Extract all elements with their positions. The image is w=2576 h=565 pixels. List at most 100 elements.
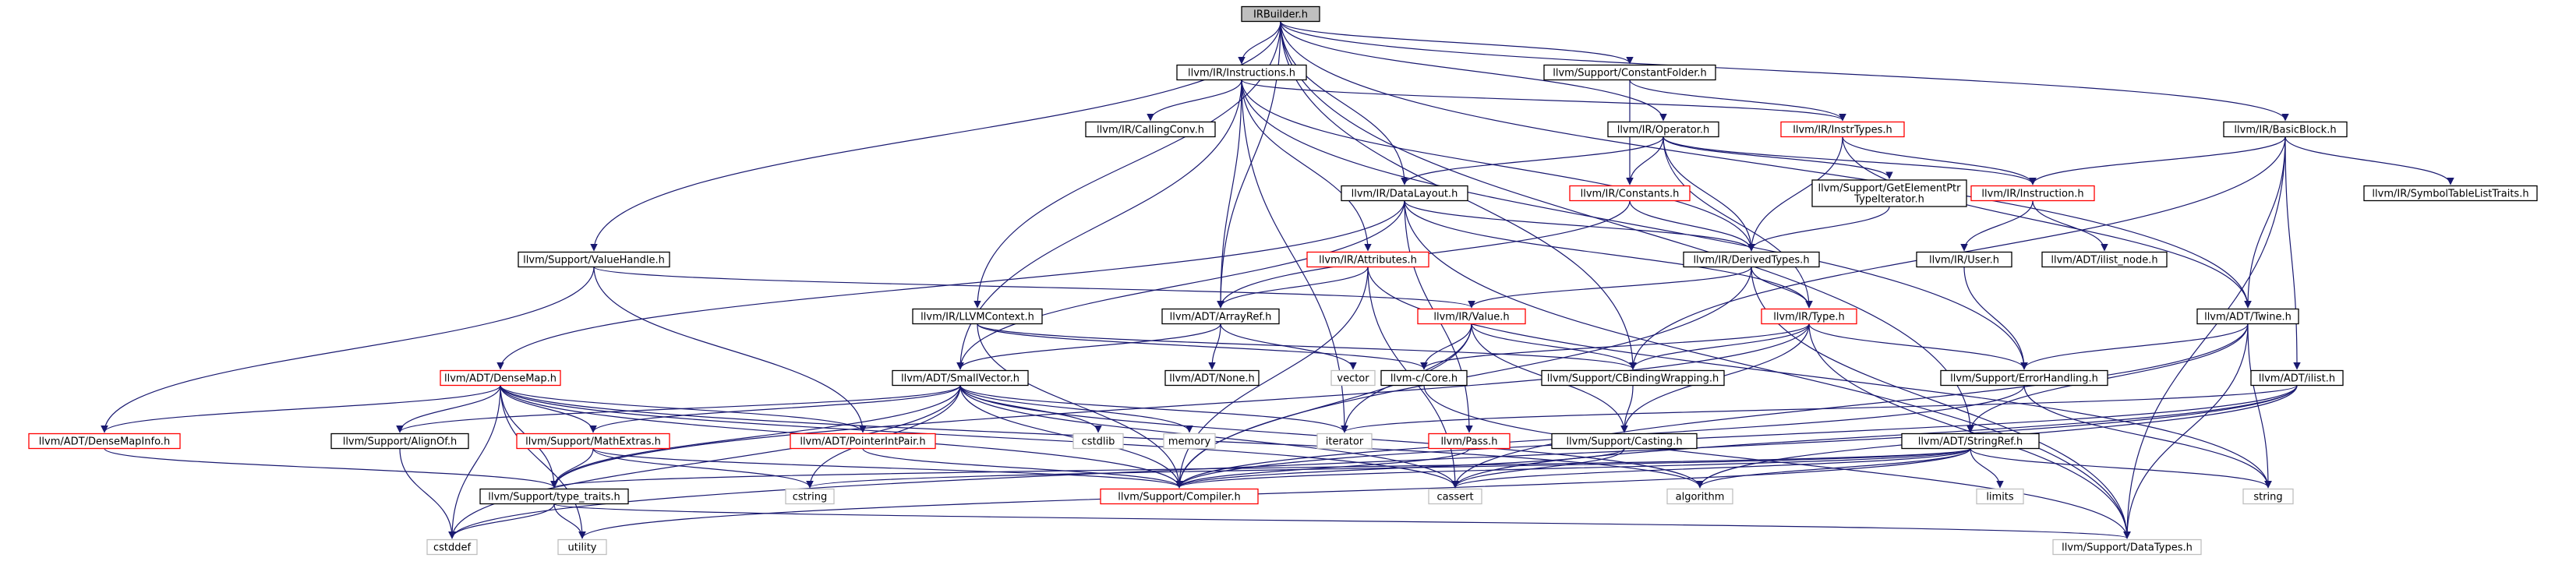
node-iterator[interactable]: iterator [1316,433,1373,450]
node-box-cbinding [1541,369,1725,387]
node-string[interactable]: string [2242,488,2294,505]
node-irbuilder[interactable]: IRBuilder.h [1241,5,1320,23]
node-valuehandle[interactable]: llvm/Support/ValueHandle.h [518,251,670,268]
node-label: llvm/Support/CBindingWrapping.h [1547,373,1719,385]
node-compiler[interactable]: llvm/Support/Compiler.h [1100,488,1259,505]
node-label: string [2253,492,2282,503]
edge-densemap-to-mathextras [500,385,597,433]
node-box-algorithm [1666,488,1733,505]
node-label: TypeIterator.h [1853,194,1924,206]
node-label: llvm/IR/Constants.h [1581,189,1680,200]
node-box-getelementptr [1811,179,1967,207]
node-label: llvm/ADT/StringRef.h [1918,436,2023,448]
node-none[interactable]: llvm/ADT/None.h [1164,369,1260,387]
edge-constants-to-derivedtypes [1629,200,1755,252]
node-constants[interactable]: llvm/IR/Constants.h [1569,185,1691,202]
node-alignof[interactable]: llvm/Support/AlignOf.h [330,433,469,450]
edge-instructions-to-instrtypes [1241,79,1846,122]
node-instrtypes[interactable]: llvm/IR/InstrTypes.h [1780,121,1905,138]
node-label: cstddef [433,542,472,554]
node-label: llvm/ADT/ilist.h [2259,373,2335,385]
node-box-instructions [1176,64,1307,81]
node-limits[interactable]: limits [1976,488,2024,505]
node-box-valuehandle [518,251,670,268]
edge-irbuilder-to-twine [1280,21,2252,309]
node-twine[interactable]: llvm/ADT/Twine.h [2196,308,2299,325]
edge-stringref-to-cstring [806,447,1971,489]
node-cassert[interactable]: cassert [1428,488,1482,505]
node-stringref[interactable]: llvm/ADT/StringRef.h [1901,433,2040,450]
node-utility[interactable]: utility [557,539,607,556]
edge-derivedtypes-to-datatypes [1751,267,2131,539]
node-pointerintpair[interactable]: llvm/ADT/PointerIntPair.h [790,433,936,450]
node-box-none [1164,369,1260,387]
edge-valuehandle-to-densemapinfo [101,267,595,433]
node-derivedtypes[interactable]: llvm/IR/DerivedTypes.h [1683,251,1820,268]
node-cstddef[interactable]: cstddef [426,539,478,556]
node-box-string [2242,488,2294,505]
edge-value-to-compiler [1175,323,1472,489]
edge-irbuilder-to-constantfolder [1280,21,1634,65]
node-box-smallvector [892,369,1029,387]
edge-operator-to-derivedtypes [1663,136,1755,252]
edge-smallvector-to-iterator [959,385,1348,433]
node-box-datatypes [2052,539,2202,556]
edge-basicblock-to-symboltable [2284,136,2454,185]
edge-twine-to-stringref [1966,323,2249,433]
node-cbinding[interactable]: llvm/Support/CBindingWrapping.h [1541,369,1725,387]
edge-densemap-to-utility [500,385,586,539]
edge-stringref-to-limits [1970,448,2004,489]
node-pass[interactable]: llvm/Pass.h [1428,433,1511,450]
edge-mathextras-to-cstring [592,448,814,489]
node-callingconv[interactable]: llvm/IR/CallingConv.h [1085,121,1216,138]
node-label: llvm/IR/SymbolTableListTraits.h [2372,189,2528,200]
node-operator[interactable]: llvm/IR/Operator.h [1607,121,1719,138]
node-casting[interactable]: llvm/Support/Casting.h [1551,433,1698,450]
node-user[interactable]: llvm/IR/User.h [1916,251,2012,268]
node-box-instruction [1970,185,2095,202]
node-constantfolder[interactable]: llvm/Support/ConstantFolder.h [1543,64,1716,81]
node-densemapinfo[interactable]: llvm/ADT/DenseMapInfo.h [28,433,181,450]
node-label: llvm/Support/Compiler.h [1118,492,1240,503]
node-errorhandling[interactable]: llvm/Support/ErrorHandling.h [1940,369,2108,387]
node-datalayout[interactable]: llvm/IR/DataLayout.h [1341,185,1468,202]
node-algorithm[interactable]: algorithm [1666,488,1733,505]
node-box-limits [1976,488,2024,505]
node-instruction[interactable]: llvm/IR/Instruction.h [1970,185,2095,202]
node-box-pass [1428,433,1511,450]
node-mathextras[interactable]: llvm/Support/MathExtras.h [516,433,670,450]
node-label: llvm/Support/ValueHandle.h [523,255,665,267]
node-datatypes[interactable]: llvm/Support/DataTypes.h [2052,539,2202,556]
node-typetraits[interactable]: llvm/Support/type_traits.h [479,488,629,505]
node-label: llvm/IR/Value.h [1433,312,1509,323]
node-arrayref[interactable]: llvm/ADT/ArrayRef.h [1161,308,1280,325]
node-label: llvm/Support/DataTypes.h [2062,542,2193,554]
node-symboltable[interactable]: llvm/IR/SymbolTableListTraits.h [2363,185,2538,202]
node-cstdlib[interactable]: cstdlib [1072,433,1124,450]
node-smallvector[interactable]: llvm/ADT/SmallVector.h [892,369,1029,387]
edge-value-to-cbinding [1471,323,1637,370]
edge-value-to-ccore [1420,323,1472,370]
node-ilist[interactable]: llvm/ADT/ilist.h [2250,369,2344,387]
edge-stringref-to-algorithm [1696,448,1971,489]
node-instructions[interactable]: llvm/IR/Instructions.h [1176,64,1307,81]
node-vector[interactable]: vector [1330,369,1376,387]
node-attributes[interactable]: llvm/IR/Attributes.h [1306,251,1429,268]
node-type[interactable]: llvm/IR/Type.h [1761,308,1857,325]
node-densemap[interactable]: llvm/ADT/DenseMap.h [440,369,561,387]
node-memory[interactable]: memory [1163,433,1216,450]
node-llvmcontext[interactable]: llvm/IR/LLVMContext.h [912,308,1043,325]
node-label: llvm/Support/MathExtras.h [525,436,661,448]
edge-ilist-to-cassert [1451,385,2298,489]
node-ccore[interactable]: llvm-c/Core.h [1380,369,1468,387]
node-label: llvm/IR/Operator.h [1617,125,1710,136]
node-ilistnode[interactable]: llvm/ADT/ilist_node.h [2041,251,2168,268]
node-basicblock[interactable]: llvm/IR/BasicBlock.h [2223,121,2348,138]
node-cstring[interactable]: cstring [785,488,835,505]
node-value[interactable]: llvm/IR/Value.h [1417,308,1526,325]
edge-constantfolder-to-instrtypes [1629,79,1846,122]
edge-mathextras-to-compiler [592,447,1183,489]
edge-datalayout-to-datatypes [1404,200,2131,539]
